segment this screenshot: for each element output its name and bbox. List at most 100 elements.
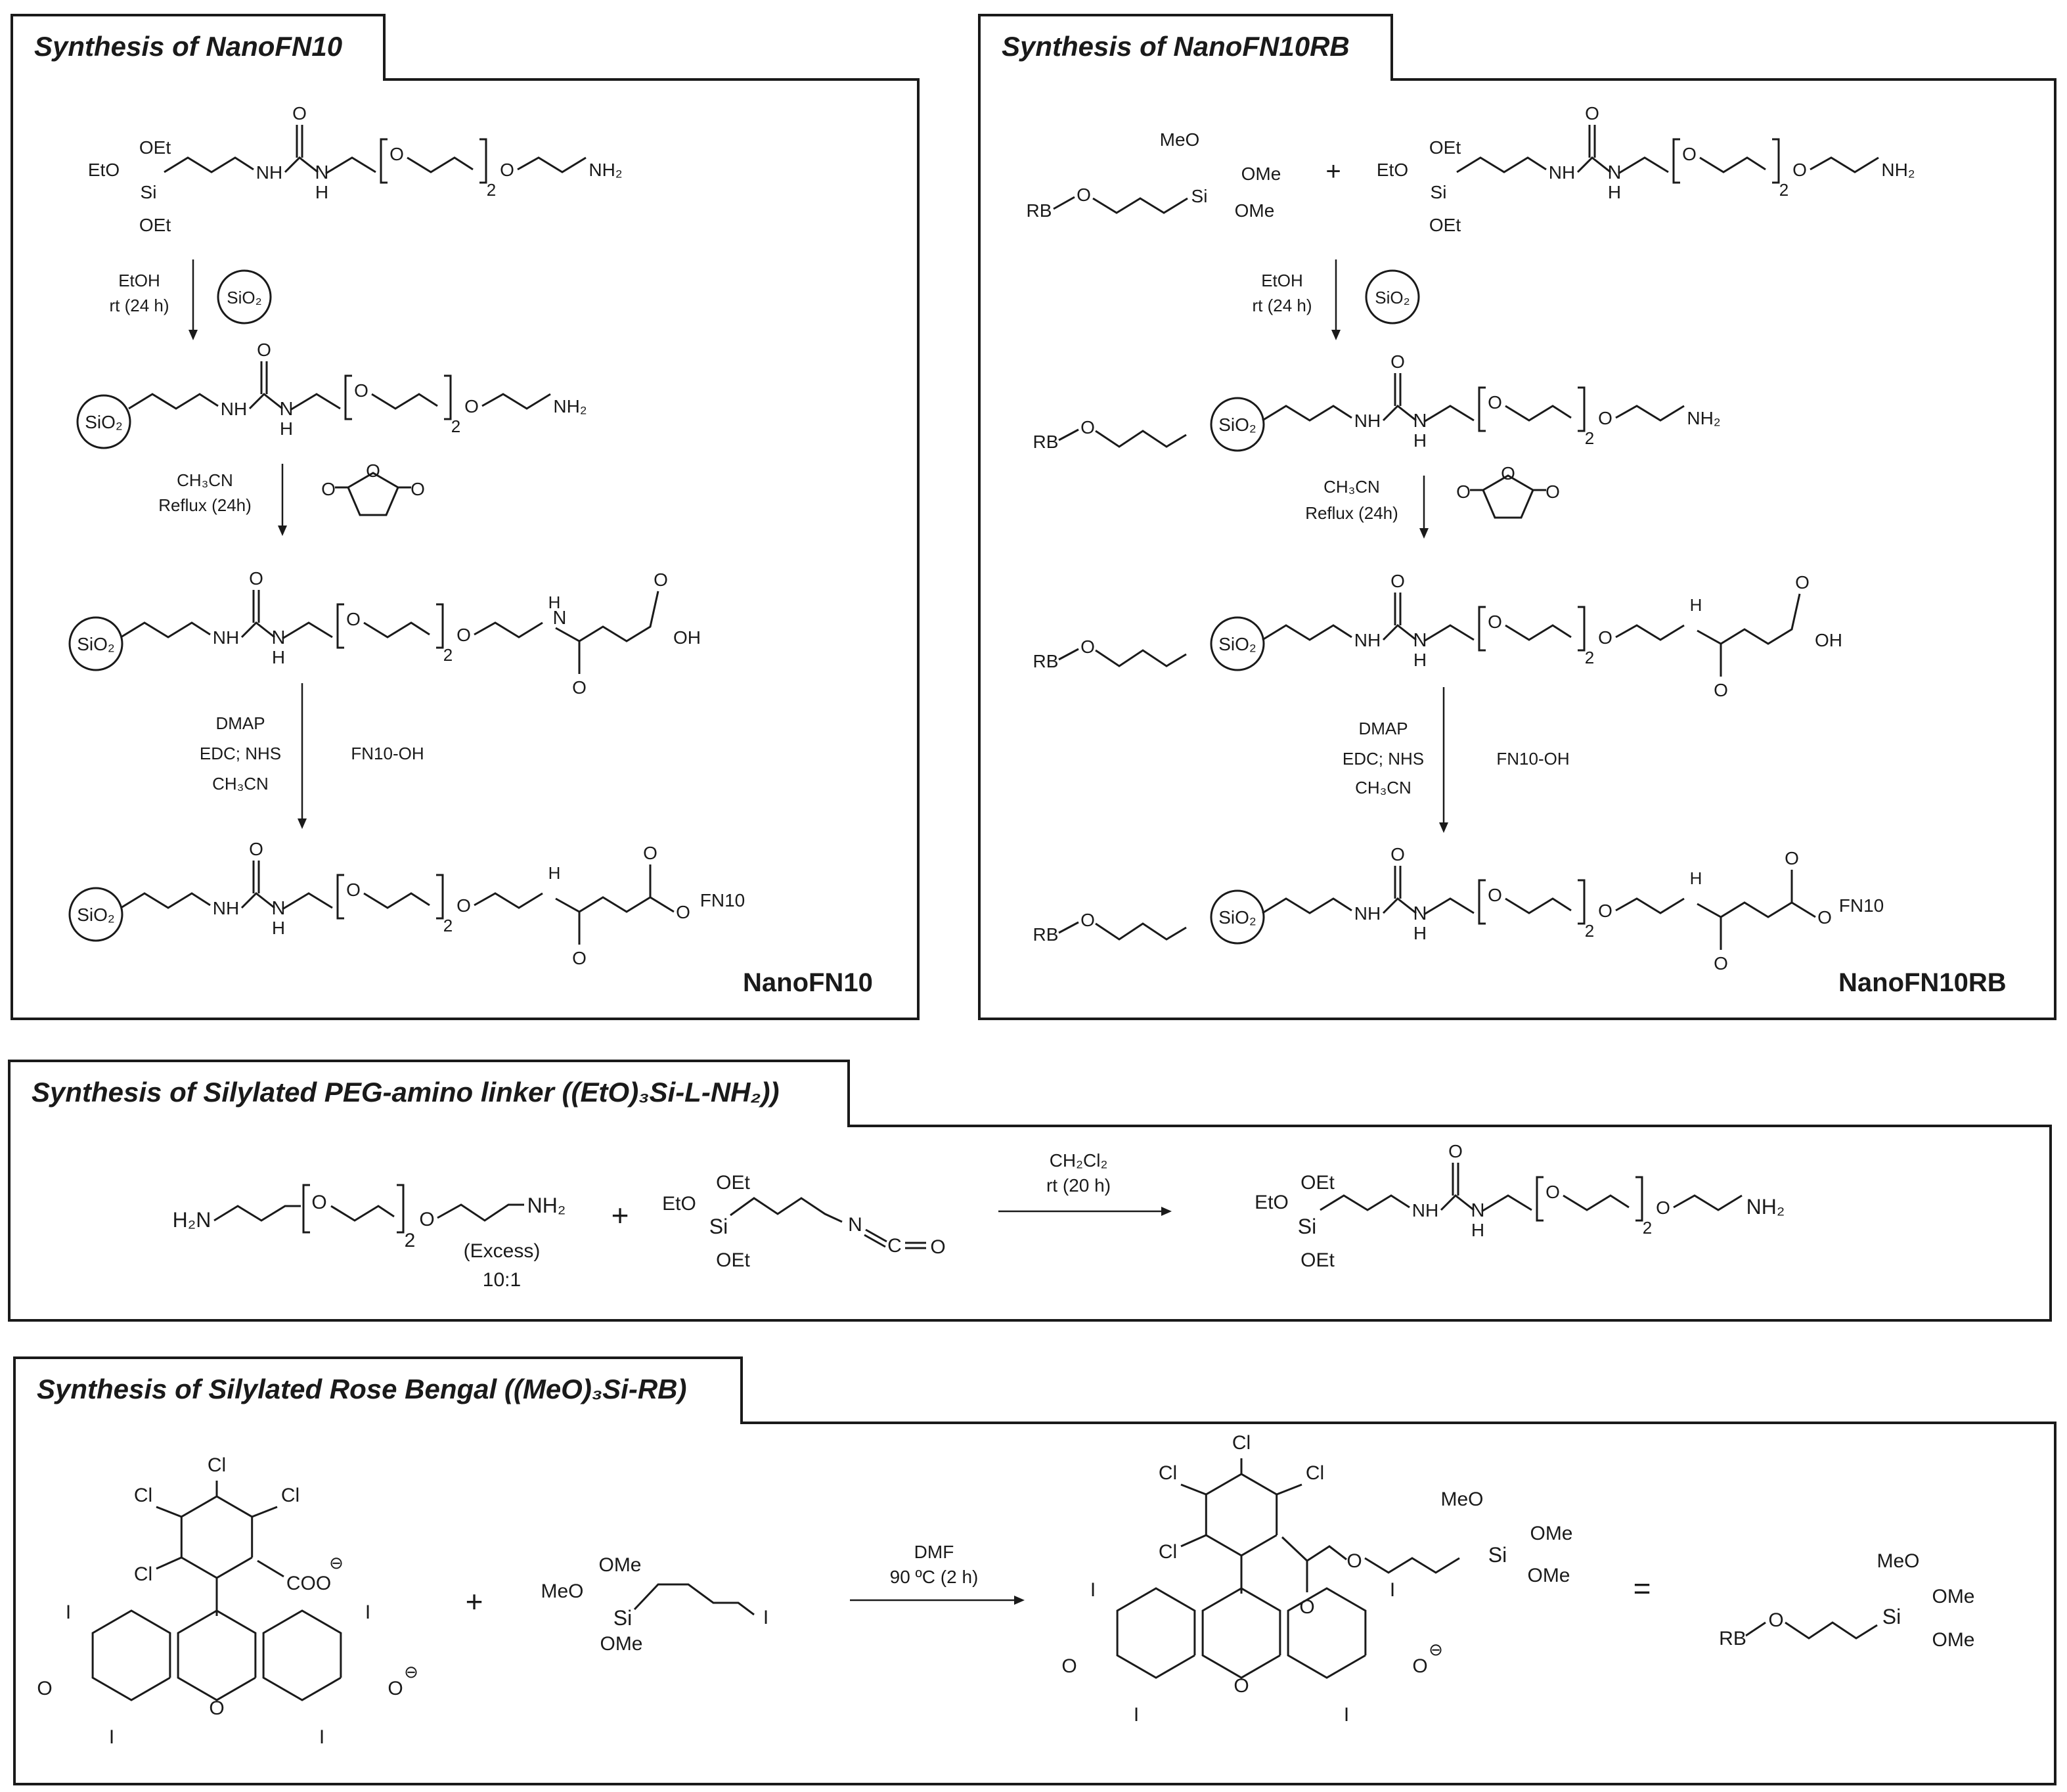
xanthene-ring-left <box>1116 1587 1196 1679</box>
peg-bracket-right <box>1578 606 1586 652</box>
ester-link <box>1281 1536 1347 1562</box>
isocyanate-o: O <box>930 1236 945 1258</box>
oet-label: OEt <box>1300 1172 1335 1194</box>
carboxylate-label: COO <box>286 1573 331 1594</box>
reagent-dmap: DMAP <box>215 713 265 733</box>
peg-subscript: 2 <box>487 180 496 200</box>
panel-title-nanofn10rb: Synthesis of NanoFN10RB <box>978 14 1393 81</box>
succinyl-chain <box>1697 593 1801 645</box>
urea-h: H <box>272 918 285 938</box>
oet-label: OEt <box>1429 137 1461 158</box>
cl-label: Cl <box>134 1563 152 1585</box>
xanthene-ring-right <box>1287 1587 1367 1679</box>
ester-o: O <box>1346 1550 1362 1572</box>
n-hidden: N <box>272 627 286 648</box>
peg-o: O <box>464 396 479 416</box>
h2n-label: H₂N <box>173 1208 211 1232</box>
isocyanate-c: C <box>887 1235 902 1257</box>
urea-bonds <box>240 621 275 638</box>
meo-label: MeO <box>541 1580 583 1602</box>
ome-label: OMe <box>1530 1523 1572 1544</box>
peg-bracket-left <box>380 138 388 184</box>
amine-ethylene <box>474 892 543 909</box>
eto-label: EtO <box>88 160 120 180</box>
xanthene-ring-left <box>91 1609 171 1701</box>
peg-bracket-right <box>436 603 444 649</box>
propyl-chain <box>1456 156 1547 173</box>
iodine-label: I <box>66 1602 71 1623</box>
xanthene-ring-center <box>177 1609 257 1701</box>
silica-nanoparticle <box>1210 397 1265 452</box>
benzene-ring <box>180 1495 254 1579</box>
peg-repeat <box>330 1205 395 1222</box>
propyl-chain <box>1095 922 1187 941</box>
peg-bracket-left <box>336 603 344 649</box>
ratio-label: 10:1 <box>483 1269 521 1291</box>
peg-o: O <box>311 1192 326 1213</box>
amine-ethylene <box>1673 1194 1743 1211</box>
benzene-ring <box>1205 1473 1278 1557</box>
peg-o: O <box>1488 612 1502 632</box>
oet-label: OEt <box>139 215 171 235</box>
urea-o: O <box>1390 571 1405 591</box>
peg-o: O <box>1792 160 1807 180</box>
reagent-rt: rt (20 h) <box>1046 1175 1111 1196</box>
meo-label: MeO <box>1877 1550 1919 1572</box>
urea-o: O <box>249 568 263 589</box>
urea-nh: NH <box>221 399 247 419</box>
peg-bracket-left <box>336 874 344 920</box>
peg-bracket-right <box>1578 386 1586 432</box>
xanthene-o: O <box>1234 1675 1249 1697</box>
urea-o: O <box>257 340 271 360</box>
peg-o: O <box>1488 885 1502 905</box>
peg-bracket-right <box>479 138 487 184</box>
amine-ethylene <box>481 393 551 410</box>
peg-o: O <box>1545 1182 1560 1202</box>
amine-ethylene <box>1615 897 1685 914</box>
reagent-dmap: DMAP <box>1358 719 1408 738</box>
iodine-label: I <box>1090 1579 1096 1601</box>
ether-o: O <box>1768 1609 1783 1631</box>
amide-h: H <box>548 863 561 883</box>
n-hidden: N <box>272 898 286 919</box>
rb-bond <box>1058 648 1079 661</box>
reagent-rt: rt (24 h) <box>1252 296 1312 315</box>
cl-bond <box>156 1506 182 1518</box>
n-hidden: N <box>1413 903 1427 924</box>
panel-nanofn10 <box>11 78 920 1020</box>
urea-bonds <box>240 891 275 909</box>
arrow-step1-head <box>189 330 198 340</box>
plus-sign: + <box>1325 157 1341 186</box>
rb-label: RB <box>1033 924 1059 945</box>
anhydride-o: O <box>1545 482 1560 502</box>
reagent-etoh: EtOH <box>1261 271 1303 290</box>
nh2-label: NH₂ <box>553 396 587 416</box>
ethylene <box>213 1205 301 1222</box>
rb-label: RB <box>1719 1628 1746 1649</box>
peg-o: O <box>354 380 368 401</box>
si-label: Si <box>1431 182 1447 202</box>
urea-bonds <box>1382 897 1417 914</box>
reagent-temp: 90 ºC (2 h) <box>890 1567 979 1587</box>
cl-label: Cl <box>281 1485 300 1506</box>
propyl-chain <box>120 621 211 638</box>
propyl-chain <box>1095 430 1187 448</box>
si-label: Si <box>1298 1215 1316 1238</box>
rb-label: RB <box>1033 432 1059 452</box>
n-hidden: N <box>1471 1200 1485 1221</box>
reagent-ch3cn: CH₃CN <box>1323 477 1380 497</box>
reagent-ch3cn: CH₃CN <box>177 470 233 490</box>
ome-label: OMe <box>598 1554 641 1576</box>
urea-bonds <box>1576 156 1611 173</box>
peg-repeat <box>363 621 430 638</box>
succinyl-chain <box>555 896 675 913</box>
charge-minus: ⊖ <box>329 1553 344 1573</box>
anhydride-o: O <box>1456 482 1471 502</box>
amine-ethylene <box>1615 624 1685 641</box>
peg-bracket-right <box>1635 1176 1643 1222</box>
panel-rose-bengal <box>13 1422 2056 1785</box>
cl-label: Cl <box>1159 1541 1177 1563</box>
urea-h: H <box>1413 923 1427 943</box>
excess-label: (Excess) <box>464 1240 541 1262</box>
reagent-fn10-oh: FN10-OH <box>351 744 424 763</box>
